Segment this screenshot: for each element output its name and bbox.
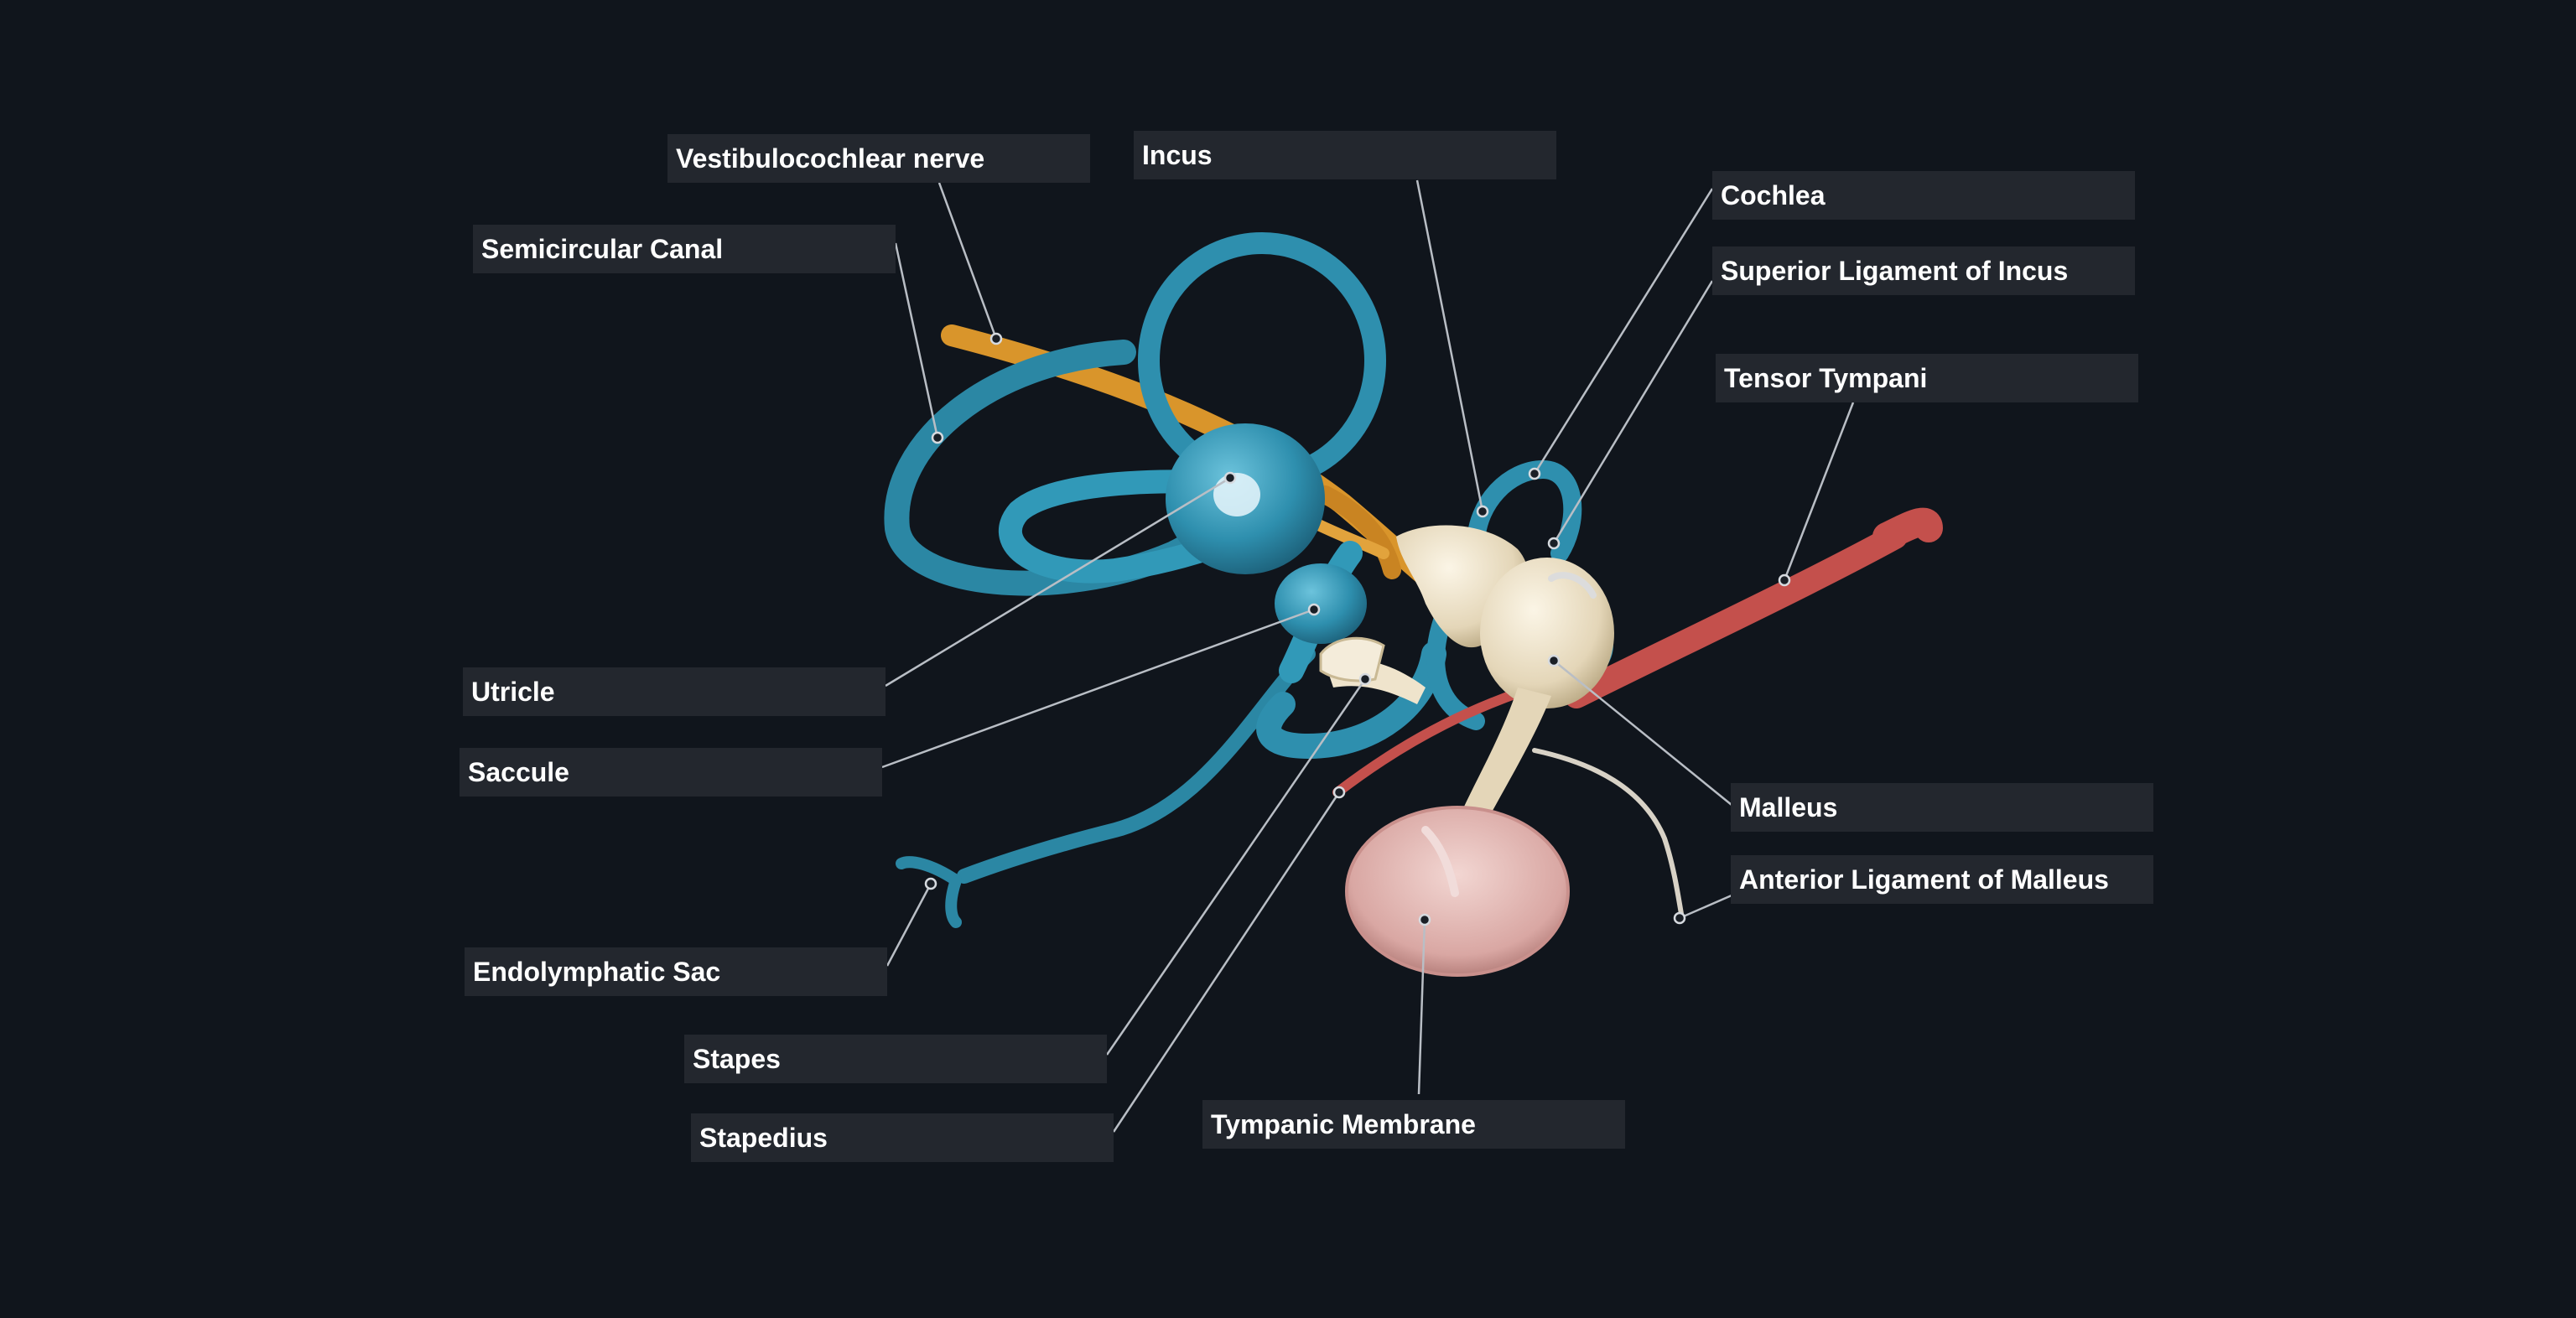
label-tensor-tympani: Tensor Tympani [1716, 354, 2138, 402]
leader-line-stapedius [1112, 791, 1341, 1133]
leader-line-malleus [1553, 660, 1732, 806]
leader-line-utricle [885, 476, 1231, 688]
anchor-dots [924, 332, 1791, 926]
label-stapedius: Stapedius [691, 1113, 1114, 1162]
leader-lines [881, 179, 1855, 1133]
leader-line-endolymphatic-sac [886, 883, 932, 967]
tympanic-membrane-shape [1345, 806, 1570, 977]
leader-line-saccule [881, 608, 1315, 769]
leader-line-stapes [1105, 678, 1367, 1056]
label-stapes: Stapes [684, 1035, 1107, 1083]
leader-line-incus [1415, 179, 1484, 512]
leader-line-anterior-ligament-of-malleus [1679, 894, 1732, 920]
label-cochlea: Cochlea [1712, 171, 2135, 220]
label-saccule: Saccule [460, 748, 882, 797]
label-superior-ligament-of-incus: Superior Ligament of Incus [1712, 246, 2135, 295]
utricle-highlight [1213, 473, 1260, 516]
leader-line-cochlea [1533, 188, 1714, 475]
label-incus: Incus [1134, 131, 1556, 179]
label-malleus: Malleus [1731, 783, 2153, 832]
ossicles-shape [1319, 525, 1684, 916]
label-vestibulocochlear-nerve: Vestibulocochlear nerve [667, 134, 1090, 183]
label-anterior-ligament-of-malleus: Anterior Ligament of Malleus [1731, 855, 2153, 904]
saccule-shape [1275, 563, 1367, 644]
leader-line-superior-ligament-of-incus [1552, 280, 1714, 544]
leader-line-tympanic-membrane [1417, 919, 1426, 1095]
label-utricle: Utricle [463, 667, 886, 716]
leader-line-tensor-tympani [1783, 402, 1855, 581]
leader-line-semicircular-canal [894, 242, 939, 438]
leader-line-vestibulocochlear-nerve [937, 182, 998, 340]
label-endolymphatic-sac: Endolymphatic Sac [465, 947, 887, 996]
label-semicircular-canal: Semicircular Canal [473, 225, 896, 273]
label-tympanic-membrane: Tympanic Membrane [1202, 1100, 1625, 1149]
